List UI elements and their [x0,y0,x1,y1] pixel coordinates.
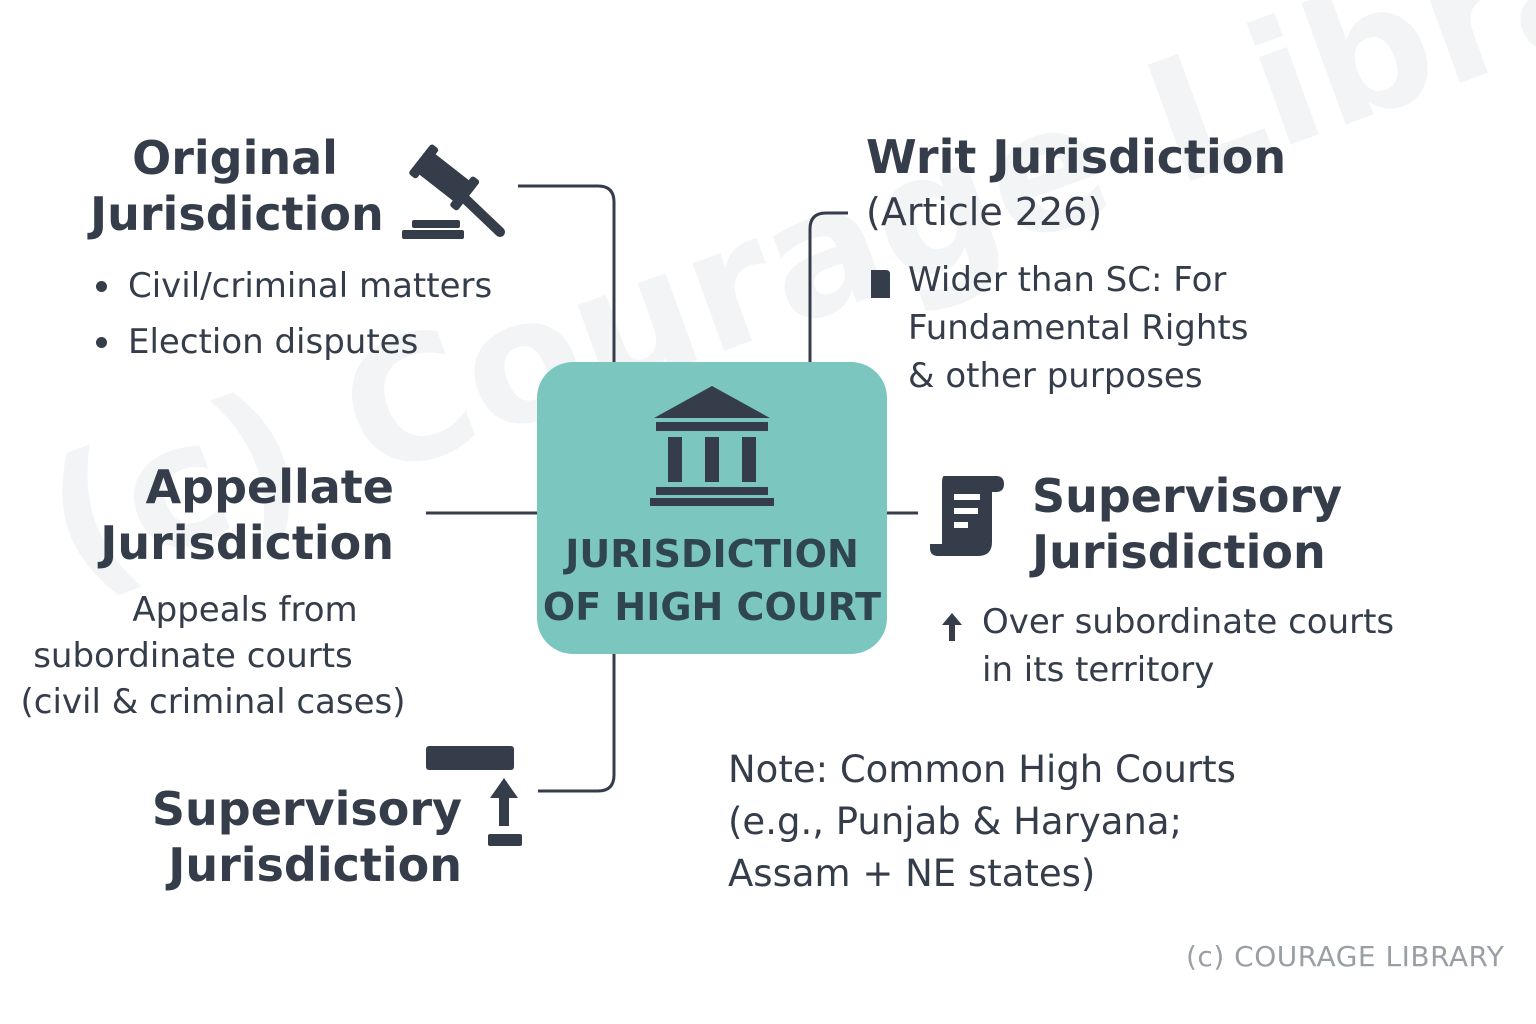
supervisory-right-line: in its territory [982,650,1215,690]
writ-line: & other purposes [908,356,1203,396]
copyright: (c) COURAGE LIBRARY [1186,940,1505,973]
appellate-line: Appeals from [132,590,358,630]
writ-line: Fundamental Rights [908,308,1249,348]
supervisory-right-title-line2: Jurisdiction [1032,525,1326,579]
note-line: Note: Common High Courts [728,748,1236,791]
center-title-line1: JURISDICTION [565,532,859,576]
note: Note: Common High Courts (e.g., Punjab &… [728,744,1236,900]
arrow-up-bar-icon [426,746,522,846]
note-line: (e.g., Punjab & Haryana; [728,800,1182,843]
original-title: Original Jurisdiction [90,130,384,242]
writ-description: Wider than SC: For Fundamental Rights & … [908,256,1248,400]
scroll-icon [930,476,1004,556]
writ-line: Wider than SC: For [908,260,1227,300]
supervisory-bottom-title-line1: Supervisory [151,782,462,836]
center-node: JURISDICTION OF HIGH COURT [537,362,887,654]
supervisory-right-line: Over subordinate courts [982,602,1395,642]
gavel-icon [402,144,505,239]
writ-title: Writ Jurisdiction [866,130,1287,184]
appellate-title: Appellate Jurisdiction [60,459,394,571]
arrow-up-icon [942,613,962,641]
appellate-line: subordinate courts [33,636,353,676]
bullet-dot [96,281,107,292]
appellate-title-line2: Jurisdiction [100,516,394,570]
center-title-line2: OF HIGH COURT [542,585,882,629]
writ-subtitle: (Article 226) [866,190,1103,234]
list-item: Election disputes [92,314,492,370]
connector-writ [808,211,848,364]
supervisory-right-title: Supervisory Jurisdiction [1032,468,1342,580]
connector-supervisory-bottom [538,654,616,793]
courthouse-icon [650,386,774,506]
bookmark-icon [871,270,890,298]
note-line: Assam + NE states) [728,852,1096,895]
supervisory-right-title-line1: Supervisory [1032,469,1343,523]
original-bullets: Civil/criminal matters Election disputes [92,258,492,370]
appellate-description: Appeals from subordinate courts (civil &… [20,587,406,725]
supervisory-right-description: Over subordinate courts in its territory [982,598,1394,694]
original-title-line1: Original [132,131,338,185]
supervisory-bottom-title-line2: Jurisdiction [168,838,462,892]
list-item: Civil/criminal matters [92,258,492,314]
appellate-line: (civil & criminal cases) [20,682,406,722]
appellate-title-line1: Appellate [145,460,394,514]
bullet-dot [96,337,107,348]
original-title-line2: Jurisdiction [90,187,384,241]
supervisory-bottom-title: Supervisory Jurisdiction [150,781,462,893]
connector-original [518,184,616,364]
